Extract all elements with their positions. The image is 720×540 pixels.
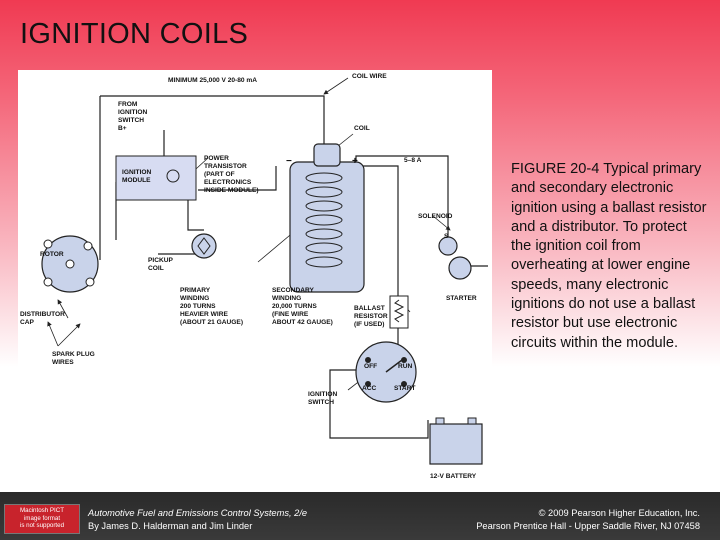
book-title: Automotive Fuel and Emissions Control Sy… (88, 508, 308, 518)
label-secondary-winding-1: SECONDARY (272, 287, 314, 294)
label-minus: − (286, 156, 292, 167)
label-starter: STARTER (446, 295, 477, 302)
label-current: 5–8 A (404, 157, 422, 164)
copyright-line: © 2009 Pearson Higher Education, Inc. (538, 508, 700, 518)
label-distributor-cap-2: CAP (20, 319, 35, 326)
label-ignition-module-2: MODULE (122, 177, 151, 184)
label-solenoid: SOLENOID (418, 213, 453, 220)
label-coil: COIL (354, 125, 370, 132)
label-ballast-3: (IF USED) (354, 321, 384, 328)
label-ballast-1: BALLAST (354, 305, 385, 312)
label-ballast-2: RESISTOR (354, 313, 388, 320)
label-distributor-cap-1: DISTRIBUTOR (20, 311, 65, 318)
label-primary-winding-5: (ABOUT 21 GAUGE) (180, 319, 243, 326)
label-min-voltage: MINIMUM 25,000 V 20-80 mA (168, 77, 257, 84)
figure-number: FIGURE 20-4 (511, 161, 600, 177)
label-power-transistor-3: (PART OF (204, 171, 235, 178)
ignition-module-box (115, 155, 197, 201)
label-from-switch-1: FROM (118, 101, 138, 108)
label-from-switch-3: SWITCH (118, 117, 144, 124)
logo-line-2: image format (23, 514, 61, 522)
ignition-coil (289, 143, 365, 293)
logo-line-3: is not supported (19, 522, 65, 530)
label-rotor: ROTOR (40, 251, 64, 258)
label-pickup-coil-2: COIL (148, 265, 164, 272)
caption-text: Typical primary and secondary electronic… (511, 161, 707, 351)
book-authors: By James D. Halderman and Jim Linder (88, 521, 253, 531)
label-plus: + (352, 156, 358, 167)
ignition-schematic: MINIMUM 25,000 V 20-80 mA COIL WIRE FROM… (20, 73, 488, 480)
label-spark-plug-wires-1: SPARK PLUG (52, 351, 95, 358)
label-coil-wire: COIL WIRE (352, 73, 387, 80)
label-start: START (394, 385, 416, 392)
label-pickup-coil-1: PICKUP (148, 257, 174, 264)
label-power-transistor-5: INSIDE MODULE) (204, 187, 259, 194)
label-spark-plug-wires-2: WIRES (52, 359, 74, 366)
label-secondary-winding-4: (FINE WIRE (272, 311, 309, 318)
footer-bar (0, 492, 720, 540)
label-power-transistor-2: TRANSISTOR (204, 163, 247, 170)
label-power-transistor-1: POWER (204, 155, 229, 162)
publisher-line: Pearson Prentice Hall - Upper Saddle Riv… (476, 521, 700, 531)
figure-caption: FIGURE 20-4 Typical primary and secondar… (511, 160, 707, 353)
label-primary-winding-2: WINDING (180, 295, 209, 302)
starter-solenoid (438, 236, 472, 280)
label-primary-winding-1: PRIMARY (180, 287, 211, 294)
ballast-resistor (389, 295, 409, 329)
pict-placeholder-logo: Macintosh PICT image format is not suppo… (4, 504, 80, 534)
label-from-switch-4: B+ (118, 125, 127, 132)
label-ignition-switch-2: SWITCH (308, 399, 334, 406)
ignition-switch (355, 341, 417, 403)
pickup-coil (191, 233, 217, 259)
footer-book-info: Automotive Fuel and Emissions Control Sy… (88, 507, 307, 533)
label-secondary-winding-5: ABOUT 42 GAUGE) (272, 319, 333, 326)
label-primary-winding-4: HEAVIER WIRE (180, 311, 228, 318)
label-secondary-winding-3: 20,000 TURNS (272, 303, 317, 310)
label-run: RUN (398, 363, 413, 370)
label-battery: 12-V BATTERY (430, 473, 477, 480)
label-from-switch-2: IGNITION (118, 109, 148, 116)
label-s: S (444, 233, 449, 240)
ignition-diagram: MINIMUM 25,000 V 20-80 mA COIL WIRE FROM… (18, 70, 492, 488)
slide-title: IGNITION COILS (20, 18, 249, 50)
label-ignition-module-1: IGNITION (122, 169, 152, 176)
footer-copyright: © 2009 Pearson Higher Education, Inc. Pe… (476, 507, 700, 533)
label-off: OFF (364, 363, 377, 370)
battery (429, 417, 483, 465)
label-secondary-winding-2: WINDING (272, 295, 301, 302)
label-ignition-switch-1: IGNITION (308, 391, 338, 398)
label-primary-winding-3: 200 TURNS (180, 303, 216, 310)
distributor (41, 235, 99, 293)
logo-line-1: Macintosh PICT (19, 507, 64, 514)
label-power-transistor-4: ELECTRONICS (204, 179, 252, 186)
label-acc: ACC (362, 385, 377, 392)
